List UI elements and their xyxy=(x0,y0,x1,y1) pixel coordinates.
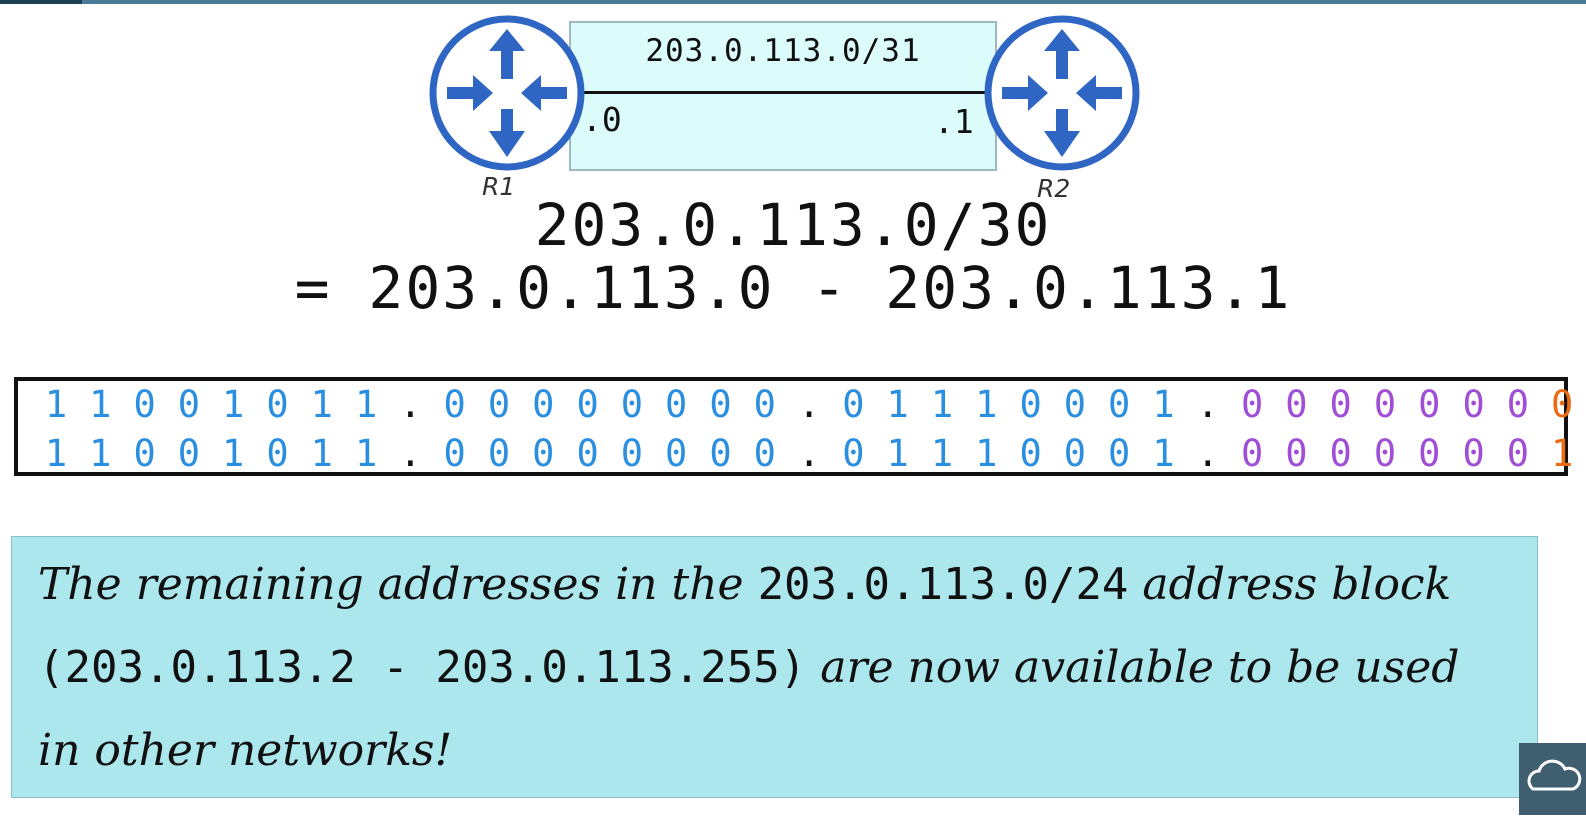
bit-digit: 0 xyxy=(709,432,732,475)
bit-digit: 0 xyxy=(532,383,555,426)
r2-interface-suffix: .1 xyxy=(934,102,974,141)
point-to-point-link-box xyxy=(569,21,997,171)
bit-digit: 0 xyxy=(1240,383,1264,426)
bit-digit: 0 xyxy=(1063,432,1087,475)
bit-digit: 1 xyxy=(44,432,68,475)
bit-digit: 0 xyxy=(620,383,644,426)
bit-digit: 1 xyxy=(222,383,245,426)
bit-digit: 1 xyxy=(886,383,909,426)
octet-separator: . xyxy=(399,432,422,475)
link-subnet-label: 203.0.113.0/31 xyxy=(645,33,921,69)
bit-digit: 0 xyxy=(1063,383,1087,426)
note-text-segment: address block xyxy=(1128,559,1452,610)
bit-digit: 1 xyxy=(354,432,378,475)
bit-digit: 0 xyxy=(1019,432,1042,475)
bit-digit: 0 xyxy=(1462,432,1485,475)
bit-digit: 0 xyxy=(753,432,776,475)
top-accent-bar xyxy=(0,0,1586,4)
bit-digit: 1 xyxy=(930,383,954,426)
bit-digit: 1 xyxy=(354,383,378,426)
bit-digit: 0 xyxy=(1373,383,1397,426)
bit-digit: 0 xyxy=(576,383,599,426)
bit-digit: 0 xyxy=(487,432,511,475)
bit-digit: 0 xyxy=(1285,432,1308,475)
bit-digit: 0 xyxy=(1329,432,1352,475)
bit-digit: 0 xyxy=(709,383,732,426)
bit-digit: 0 xyxy=(1019,383,1042,426)
summary-prefix: 203.0.113.0/30 xyxy=(534,191,1052,259)
note-text-segment: in other networks! xyxy=(38,725,453,776)
bit-digit: 0 xyxy=(576,432,599,475)
bit-digit: 0 xyxy=(1329,383,1352,426)
bit-digit: 0 xyxy=(1462,383,1485,426)
bit-digit: 0 xyxy=(665,383,688,426)
bit-digit: 0 xyxy=(1418,383,1441,426)
bit-digit: 0 xyxy=(266,383,289,426)
link-line xyxy=(572,91,996,94)
octet-separator: . xyxy=(399,383,422,426)
bit-digit: 1 xyxy=(310,383,333,426)
bit-digit: 0 xyxy=(1108,432,1131,475)
bit-digit: 1 xyxy=(222,432,245,475)
note-callout: The remaining addresses in the 203.0.113… xyxy=(11,536,1538,798)
bit-digit: 1 xyxy=(930,432,954,475)
bit-digit: 1 xyxy=(89,383,112,426)
bit-digit: 0 xyxy=(842,383,865,426)
router-r2-icon xyxy=(984,15,1140,171)
octet-separator: . xyxy=(1196,432,1219,475)
octet-separator: . xyxy=(1196,383,1219,426)
bit-digit: 0 xyxy=(177,432,201,475)
r1-interface-suffix: .0 xyxy=(582,100,622,139)
router-r1-label: R1 xyxy=(482,172,516,201)
octet-separator: . xyxy=(797,432,821,475)
bit-digit: 0 xyxy=(1506,432,1530,475)
bit-digit: 0 xyxy=(1551,383,1574,426)
bit-digit: 0 xyxy=(1418,432,1441,475)
note-text-segment: (203.0.113.2 - 203.0.113.255) xyxy=(38,642,807,693)
bit-digit: 0 xyxy=(443,432,466,475)
cloud-logo-icon xyxy=(1519,743,1586,815)
bit-digit: 0 xyxy=(532,432,555,475)
bit-digit: 1 xyxy=(89,432,112,475)
bit-digit: 1 xyxy=(975,383,998,426)
note-text-segment: The remaining addresses in the xyxy=(38,559,758,610)
note-line-3: in other networks! xyxy=(38,723,452,779)
bit-digit: 0 xyxy=(1285,383,1308,426)
bit-digit: 0 xyxy=(753,383,776,426)
note-text-segment: are now available to be used xyxy=(806,642,1460,693)
bit-digit: 1 xyxy=(975,432,998,475)
bit-digit: 1 xyxy=(1152,383,1175,426)
bit-digit: 0 xyxy=(1373,432,1397,475)
bit-digit: 1 xyxy=(1551,432,1574,475)
bit-digit: 0 xyxy=(133,383,156,426)
bit-digit: 0 xyxy=(1506,383,1530,426)
bit-digit: 1 xyxy=(44,383,68,426)
bit-digit: 0 xyxy=(133,432,156,475)
bit-digit: 1 xyxy=(886,432,909,475)
top-accent-bar-segment xyxy=(0,0,82,4)
bit-digit: 0 xyxy=(665,432,688,475)
router-r1-icon xyxy=(429,15,585,171)
bit-digit: 0 xyxy=(1108,383,1131,426)
bit-digit: 0 xyxy=(443,383,466,426)
note-line-2: (203.0.113.2 - 203.0.113.255) are now av… xyxy=(38,640,1459,696)
bit-digit: 1 xyxy=(310,432,333,475)
bit-digit: 0 xyxy=(266,432,289,475)
bit-digit: 0 xyxy=(620,432,644,475)
bit-digit: 1 xyxy=(1152,432,1175,475)
bit-digit: 0 xyxy=(487,383,511,426)
note-line-1: The remaining addresses in the 203.0.113… xyxy=(38,557,1451,613)
note-text-segment: 203.0.113.0/24 xyxy=(757,559,1129,610)
octet-separator: . xyxy=(797,383,821,426)
bit-digit: 0 xyxy=(1240,432,1264,475)
bit-digit: 0 xyxy=(842,432,865,475)
router-r2-label: R2 xyxy=(1037,174,1071,203)
bit-digit: 0 xyxy=(177,383,201,426)
address-range: = 203.0.113.0 - 203.0.113.1 xyxy=(294,254,1292,322)
